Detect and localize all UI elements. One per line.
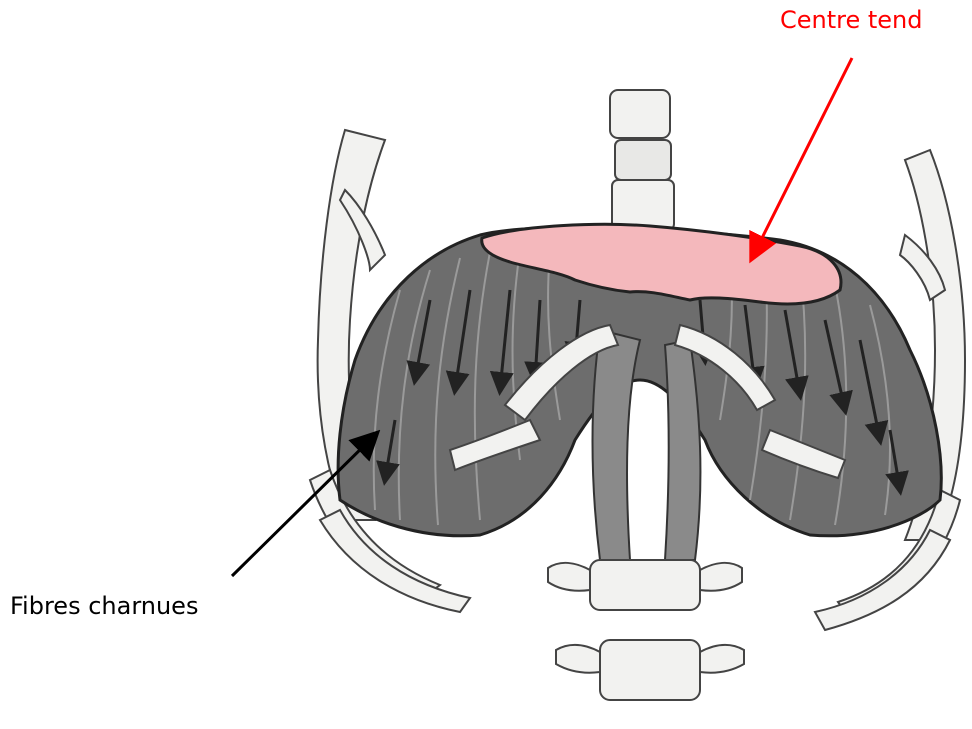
lower-vertebrae bbox=[548, 560, 744, 700]
centre-pointer-arrow bbox=[752, 58, 852, 258]
fibres-label: Fibres charnues bbox=[10, 592, 198, 620]
centre-tendon-label: Centre tend bbox=[780, 6, 923, 34]
upper-vertebra bbox=[610, 90, 674, 230]
